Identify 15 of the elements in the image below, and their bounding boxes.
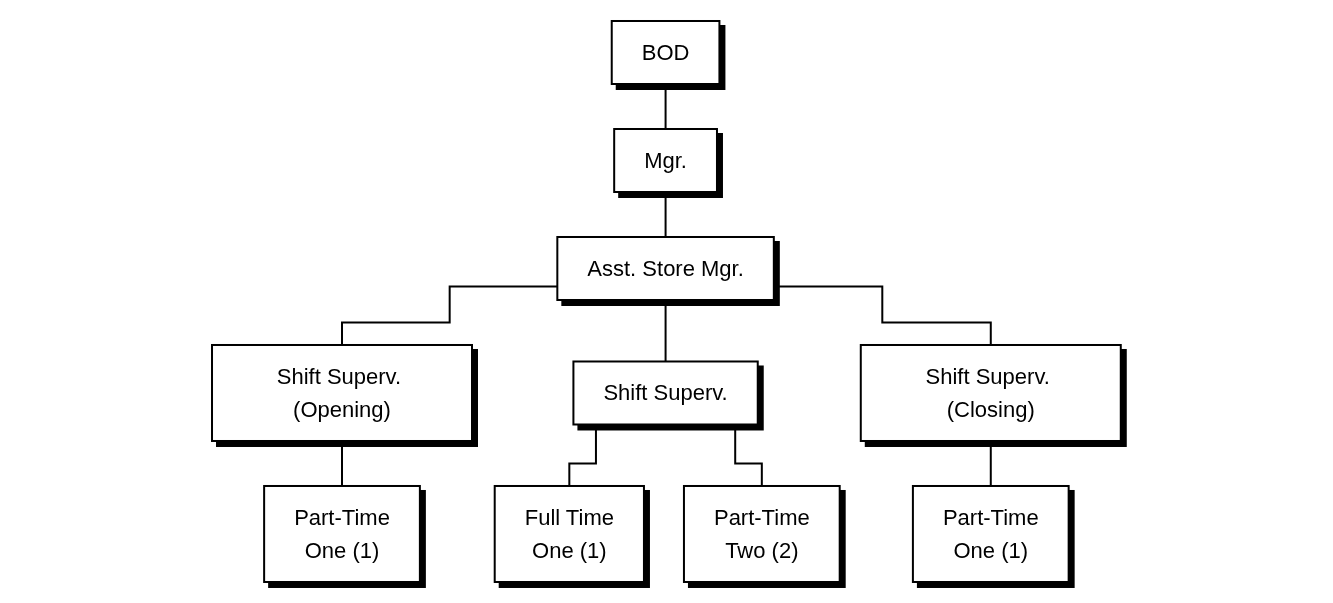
node-box: BOD	[610, 20, 721, 85]
node-box: Part-Time Two (2)	[683, 485, 841, 583]
node-box: Part-Time One (1)	[263, 485, 421, 583]
node-box: Shift Superv. (Closing)	[859, 344, 1122, 442]
connector	[664, 191, 667, 238]
node-box: Asst. Store Mgr.	[556, 236, 775, 301]
connector	[989, 440, 992, 487]
node-box: Part-Time One (1)	[912, 485, 1070, 583]
node-box: Shift Superv.	[572, 360, 759, 426]
node-box: Mgr.	[613, 128, 719, 193]
connector	[341, 440, 344, 487]
connector	[664, 299, 667, 363]
node-box: Shift Superv. (Opening)	[211, 344, 474, 442]
connector	[664, 83, 667, 130]
node-box: Full Time One (1)	[493, 485, 646, 583]
